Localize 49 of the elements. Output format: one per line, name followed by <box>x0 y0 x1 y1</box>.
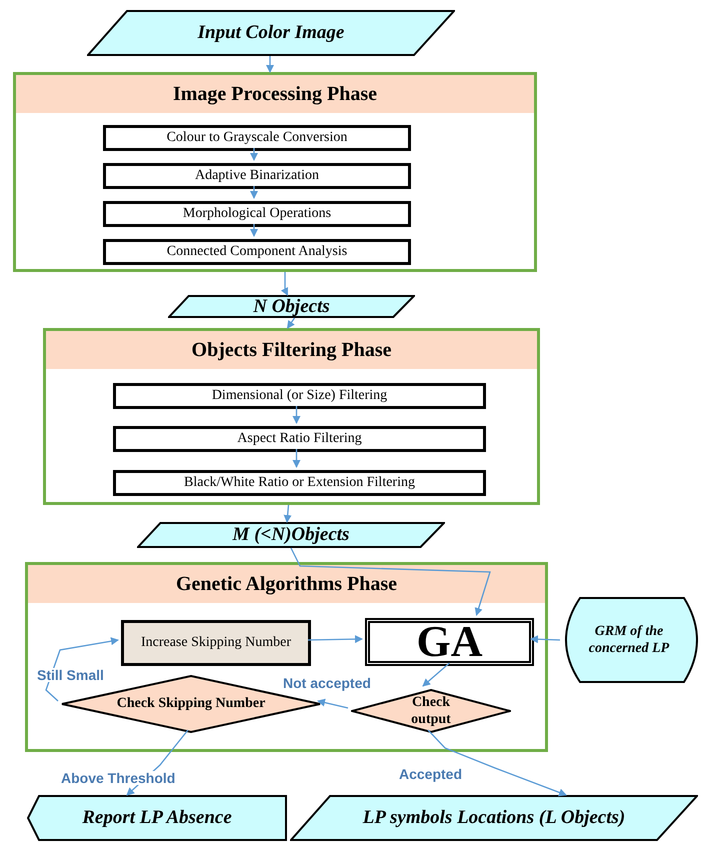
arrow <box>284 504 292 523</box>
display-shape <box>27 795 287 841</box>
ga-box: GA <box>365 618 534 666</box>
edge-label: Above Threshold <box>60 771 176 785</box>
arrow <box>250 148 258 161</box>
arrow <box>308 635 363 644</box>
process-box: Adaptive Binarization <box>103 163 411 189</box>
process-box: Black/White Ratio or Extension Filtering <box>113 470 486 496</box>
data-parallelogram <box>290 795 698 841</box>
node-text: LP symbols Locations (L Objects) <box>362 806 626 830</box>
arrow <box>292 406 300 424</box>
decision-diamond <box>351 689 511 733</box>
arrow <box>250 186 258 199</box>
node-text: M (<N)Objects <box>232 523 350 547</box>
arrow <box>428 730 567 796</box>
arrow <box>290 548 491 616</box>
data-parallelogram <box>87 10 455 56</box>
arrow <box>250 224 258 237</box>
phase-header: Objects Filtering Phase <box>46 331 537 369</box>
node-text: Check Skipping Number <box>116 695 266 713</box>
phase-header: Genetic Algorithms Phase <box>28 565 545 603</box>
node-text: GRM of the concerned LP <box>588 622 670 658</box>
arrow <box>286 318 296 329</box>
process-box: Increase Skipping Number <box>121 620 311 666</box>
arrow <box>45 637 119 702</box>
process-box: Connected Component Analysis <box>103 239 411 265</box>
edge-label: Not accepted <box>282 676 372 690</box>
node-text: N Objects <box>253 294 330 318</box>
arrow <box>422 662 450 687</box>
edge-label: Accepted <box>398 767 464 781</box>
node-text: Input Color Image <box>198 21 344 45</box>
phase-panel <box>43 328 540 505</box>
data-parallelogram <box>137 522 445 548</box>
arrow <box>292 449 300 468</box>
process-box: Dimensional (or Size) Filtering <box>113 383 486 409</box>
process-box: Aspect Ratio Filtering <box>113 426 486 452</box>
node-text: Report LP Absence <box>82 806 232 830</box>
data-parallelogram <box>168 295 415 318</box>
phase-panel <box>13 72 537 272</box>
node-text: Check output <box>410 694 452 728</box>
arrow <box>280 272 288 296</box>
edge-label: Still Small <box>36 668 105 682</box>
phase-panel <box>25 562 548 752</box>
arrow <box>317 698 348 709</box>
process-box: Colour to Grayscale Conversion <box>103 125 411 151</box>
arrow <box>266 56 274 73</box>
phase-header: Image Processing Phase <box>16 75 534 113</box>
process-box: Morphological Operations <box>103 201 411 227</box>
arrow <box>530 635 560 644</box>
